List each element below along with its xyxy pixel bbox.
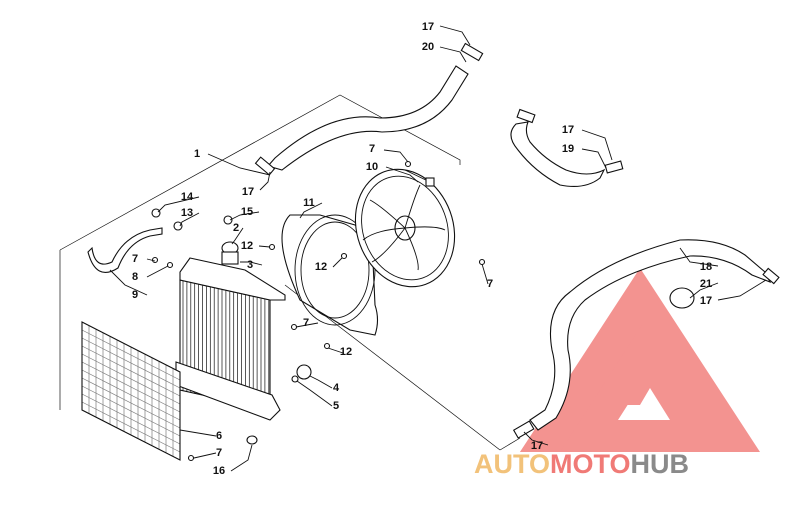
callout-c20: 20 — [422, 41, 434, 53]
callout-c17d: 17 — [700, 295, 712, 307]
callout-c7b: 7 — [132, 253, 138, 265]
callout-c13: 13 — [181, 207, 193, 219]
callout-c10: 10 — [366, 161, 378, 173]
callout-c1: 1 — [194, 148, 200, 160]
watermark-brand-c: HUB — [631, 449, 690, 479]
callout-c17e: 17 — [531, 440, 543, 452]
callout-c9: 9 — [132, 289, 138, 301]
callout-c7c: 7 — [303, 317, 309, 329]
callout-c17c: 17 — [562, 124, 574, 136]
callout-labels: 1234567777789101112121213141516171717171… — [132, 21, 712, 477]
callout-c17a: 17 — [422, 21, 434, 33]
callout-c3: 3 — [247, 259, 253, 271]
callout-c4: 4 — [333, 382, 340, 394]
watermark-brand-a: AUTO — [474, 449, 550, 479]
callout-c12c: 12 — [340, 346, 352, 358]
callout-c16: 16 — [213, 465, 225, 477]
callout-c7a: 7 — [369, 143, 375, 155]
callout-c19: 19 — [562, 143, 574, 155]
callout-c6: 6 — [216, 430, 222, 442]
callout-c21: 21 — [700, 278, 712, 290]
lower-hose — [512, 239, 780, 439]
watermark-text: AUTOMOTOHUB — [474, 449, 689, 479]
svg-text:AUTOMOTOHUB: AUTOMOTOHUB — [474, 449, 689, 479]
cooling-fan — [354, 168, 456, 288]
callout-c15: 15 — [241, 206, 253, 218]
callout-c11: 11 — [303, 197, 315, 209]
radiator — [175, 241, 286, 421]
fan-shroud — [281, 214, 379, 336]
callout-c2: 2 — [233, 222, 239, 234]
callout-c18: 18 — [700, 261, 712, 273]
overflow-hose — [87, 227, 163, 273]
watermark-brand-b: MOTO — [550, 449, 631, 479]
radiator-screen — [81, 321, 181, 461]
hose-19 — [510, 108, 624, 187]
callout-c8: 8 — [132, 271, 138, 283]
callout-c12b: 12 — [315, 261, 327, 273]
callout-c5: 5 — [333, 400, 339, 412]
callout-c17b: 17 — [242, 186, 254, 198]
small-parts — [151, 160, 486, 462]
callout-c14: 14 — [181, 191, 194, 203]
upper-hose — [254, 42, 484, 176]
callout-c7d: 7 — [487, 278, 493, 290]
callout-c12a: 12 — [241, 240, 253, 252]
leader-lines — [109, 25, 767, 472]
callout-c7e: 7 — [216, 447, 222, 459]
